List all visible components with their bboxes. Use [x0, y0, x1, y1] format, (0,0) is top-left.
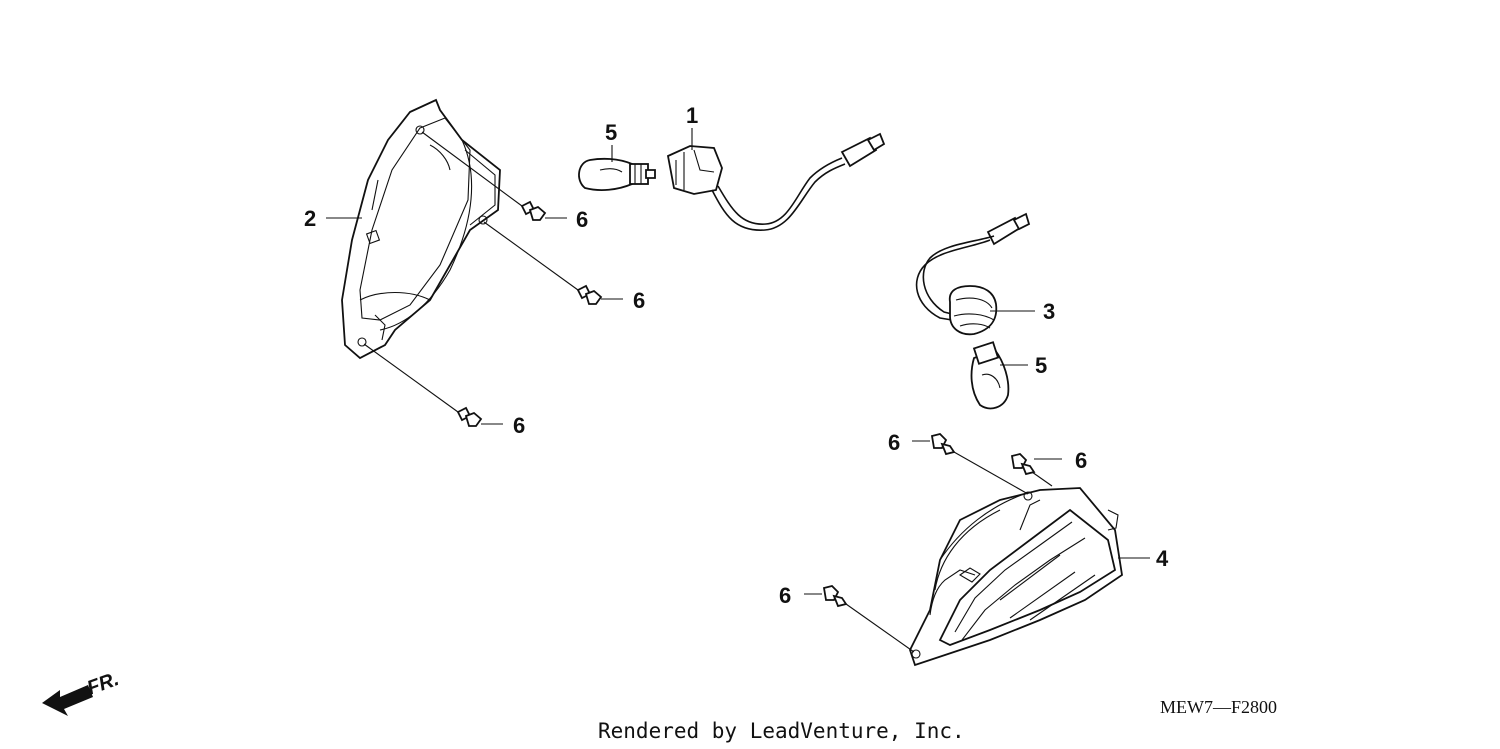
front-direction-arrow: FR.	[42, 668, 122, 716]
callout-5-lower: 5	[1035, 353, 1047, 378]
screw-2[interactable]	[576, 284, 603, 305]
diagram-code: MEW7—F2800	[1160, 697, 1277, 717]
callout-6-f: 6	[779, 583, 791, 608]
bulb-upper[interactable]	[578, 157, 656, 191]
callout-1: 1	[686, 103, 698, 128]
screw-3[interactable]	[456, 406, 483, 427]
screw-5[interactable]	[1010, 453, 1036, 476]
screw-6[interactable]	[822, 585, 848, 608]
callout-6-c: 6	[513, 413, 525, 438]
direction-label: FR.	[84, 668, 122, 700]
render-credit: Rendered by LeadVenture, Inc.	[598, 719, 965, 743]
callout-3: 3	[1043, 299, 1055, 324]
callout-6-b: 6	[633, 288, 645, 313]
screw-4[interactable]	[930, 433, 956, 456]
socket-harness-lower[interactable]	[915, 212, 1031, 336]
callout-6-d: 6	[888, 430, 900, 455]
left-turn-signal-housing[interactable]	[341, 98, 501, 360]
leader-lines	[326, 128, 1150, 653]
screw-1[interactable]	[520, 200, 547, 221]
bulb-lower[interactable]	[970, 341, 1010, 410]
callout-6-a: 6	[576, 207, 588, 232]
callout-4: 4	[1156, 546, 1169, 571]
callout-5-upper: 5	[605, 120, 617, 145]
socket-harness-upper[interactable]	[666, 132, 886, 231]
callout-2: 2	[304, 206, 316, 231]
right-turn-signal-unit[interactable]	[909, 487, 1123, 667]
callout-6-e: 6	[1075, 448, 1087, 473]
